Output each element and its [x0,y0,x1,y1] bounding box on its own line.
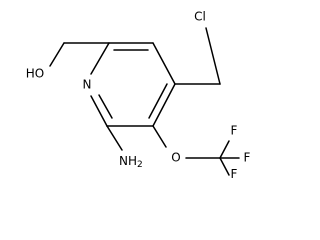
hydroxyl-label: HO [26,67,44,81]
chemical-structure-diagram: HO N Cl O F F F NH2 [26,10,251,181]
fluorine-label-1: F [231,124,238,138]
ring-bond-c5-c4 [152,42,176,85]
amino-label-main: NH [119,154,137,168]
bond-cf3-f1 [219,140,230,159]
fluorine-label-2: F [244,151,251,165]
ring-bond-c2-n1 [90,95,108,127]
bond-c2-nh2 [106,125,123,151]
bond-ch2-oh [49,42,65,67]
ring-bond-c4-c3 [152,83,176,127]
bond-cf3-f3 [219,157,230,176]
amino-label-subscript: 2 [137,160,143,170]
bond-c3-o [152,125,167,148]
atom-labels: HO N Cl O F F F NH2 [26,10,251,181]
ring-bond-n1-c6 [90,42,110,75]
ether-oxygen-label: O [171,151,180,165]
ring-nitrogen-label: N [83,78,92,92]
double-bond-c2-n1 [98,94,113,119]
amino-label: NH2 [119,154,143,170]
fluorine-label-3: F [231,167,238,180]
bond-ch2-cl [205,27,221,85]
bonds [49,27,240,176]
chlorine-label: Cl [194,10,206,24]
double-bond-c4-c3 [148,83,168,119]
